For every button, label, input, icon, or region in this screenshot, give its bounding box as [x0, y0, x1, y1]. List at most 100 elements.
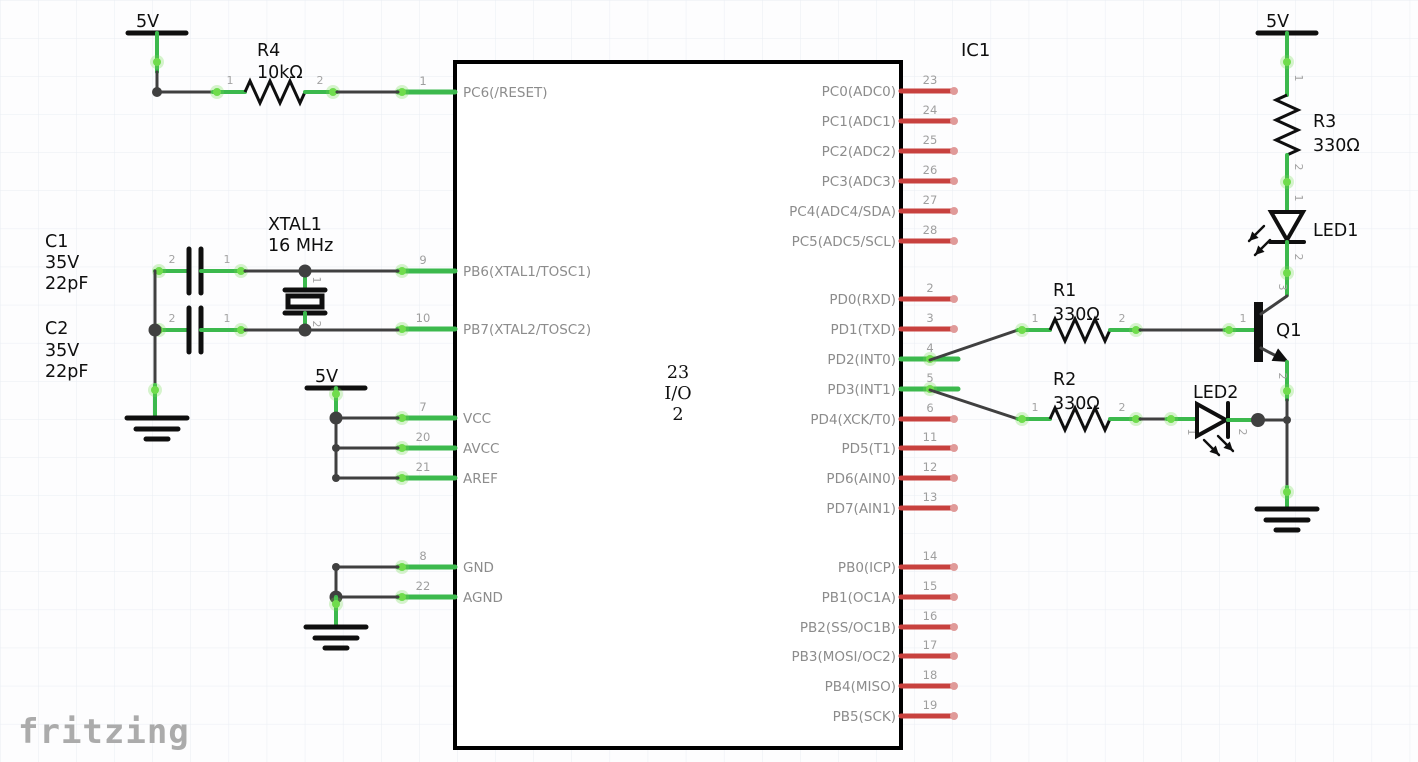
- pin-number: 3: [926, 311, 933, 325]
- led2-symbol[interactable]: [1195, 400, 1231, 440]
- pin-number: 28: [923, 223, 938, 237]
- wire-endpoint-dot: [398, 474, 406, 482]
- pin-tip: [950, 444, 958, 452]
- lead-number: 2: [317, 74, 324, 87]
- power-label: 5V: [136, 12, 159, 32]
- pin-number: 5: [926, 371, 933, 385]
- pin-label: VCC: [463, 411, 491, 427]
- wire-endpoint-dot: [1283, 387, 1291, 395]
- wire-endpoint-dot: [1167, 415, 1175, 423]
- ic-body[interactable]: [453, 60, 903, 750]
- pin-number: 11: [923, 430, 938, 444]
- pin-number: 27: [923, 193, 938, 207]
- pin-label: PD6(AIN0): [826, 471, 896, 487]
- pin-label: PB0(ICP): [838, 560, 896, 576]
- wire-endpoint-dot: [332, 390, 340, 398]
- junction-dot: [332, 444, 340, 452]
- led1-symbol[interactable]: [1267, 210, 1307, 245]
- pin-label: PD7(AIN1): [826, 501, 896, 517]
- lead-number: 2: [1276, 373, 1289, 380]
- pin-number: 8: [419, 549, 426, 563]
- pin-tip: [950, 474, 958, 482]
- junction-dot: [298, 264, 312, 278]
- q1-collector[interactable]: [1259, 294, 1289, 316]
- pin-label: PD0(RXD): [829, 292, 896, 308]
- resistor-symbol[interactable]: [1272, 93, 1302, 157]
- pin-number: 23: [923, 73, 938, 87]
- q1-base-bar[interactable]: [1254, 302, 1263, 362]
- lead-number: 1: [1292, 75, 1305, 82]
- component-ref: XTAL1: [268, 215, 322, 235]
- lead-number: 3: [1276, 284, 1289, 291]
- pin-number: 25: [923, 133, 938, 147]
- resistor-symbol[interactable]: [1048, 404, 1112, 434]
- component-value: 330Ω: [1053, 305, 1100, 325]
- fritzing-watermark: fritzing: [18, 712, 190, 752]
- pin-tip: [950, 563, 958, 571]
- junction-dot: [152, 87, 162, 97]
- component-ref: C2: [45, 319, 68, 339]
- pin-tip: [950, 87, 958, 95]
- wire-endpoint-dot: [151, 386, 159, 394]
- pin-number: 13: [923, 490, 938, 504]
- pin-label: PB5(SCK): [833, 709, 896, 725]
- component-ref: LED1: [1313, 221, 1358, 241]
- pin-number: 6: [926, 401, 933, 415]
- pin-label: PD2(INT0): [827, 352, 896, 368]
- power-label: 5V: [1266, 12, 1289, 32]
- pin-label: PC0(ADC0): [822, 84, 896, 100]
- wire-endpoint-dot: [1283, 58, 1291, 66]
- pin-label: AVCC: [463, 441, 499, 457]
- lead-number: 2: [310, 321, 323, 328]
- pin-number: 24: [923, 103, 938, 117]
- arrowhead: [1271, 348, 1289, 362]
- lead-number: 2: [1119, 401, 1126, 414]
- wire-endpoint-dot: [153, 58, 161, 66]
- component-value: 10kΩ: [257, 63, 303, 83]
- pin-label: PC3(ADC3): [822, 174, 896, 190]
- lead-number: 1: [224, 312, 231, 325]
- pin-number: 26: [923, 163, 938, 177]
- lead-number: 1: [1292, 195, 1305, 202]
- ic-ref: IC1: [961, 40, 990, 61]
- component-value: 35V: [45, 341, 79, 361]
- wire-endpoint-dot: [332, 600, 340, 608]
- pin-tip: [950, 415, 958, 423]
- component-ref: R2: [1053, 370, 1076, 390]
- component-value: 35V: [45, 253, 79, 273]
- wire-endpoint-dot: [1283, 269, 1291, 277]
- pin-tip: [950, 623, 958, 631]
- wire-diagonal[interactable]: [928, 388, 1020, 421]
- component-ref: R3: [1313, 112, 1336, 132]
- lead-number: 2: [1119, 312, 1126, 325]
- lead-number: 2: [1292, 254, 1305, 261]
- pin-label: PB6(XTAL1/TOSC1): [463, 264, 591, 280]
- junction-dot: [148, 323, 162, 337]
- pin-tip: [950, 147, 958, 155]
- resistor-symbol[interactable]: [1048, 315, 1112, 345]
- lead-number: 2: [169, 312, 176, 325]
- lead-number: 1: [1240, 312, 1247, 325]
- pin-label: PC6(/RESET): [463, 85, 548, 101]
- pin-number: 9: [419, 253, 426, 267]
- pin-number: 4: [926, 341, 933, 355]
- pin-number: 22: [416, 579, 431, 593]
- lead-number: 2: [169, 253, 176, 266]
- pin-tip: [950, 237, 958, 245]
- pin-label: PC2(ADC2): [822, 144, 896, 160]
- pin-label: AREF: [463, 471, 498, 487]
- pin-label: PB2(SS/OC1B): [800, 620, 896, 636]
- pin-tip: [950, 325, 958, 333]
- wire-endpoint-dot: [398, 88, 406, 96]
- component-value: 330Ω: [1053, 394, 1100, 414]
- wire-diagonal[interactable]: [928, 328, 1020, 362]
- wire-endpoint-dot: [213, 88, 221, 96]
- wire-endpoint-dot: [398, 414, 406, 422]
- crystal-body[interactable]: [285, 293, 325, 310]
- pin-tip: [950, 593, 958, 601]
- component-value: 16 MHz: [268, 236, 333, 256]
- resistor-symbol[interactable]: [243, 77, 307, 107]
- lead-number: 2: [1292, 164, 1305, 171]
- pin-number: 17: [923, 638, 938, 652]
